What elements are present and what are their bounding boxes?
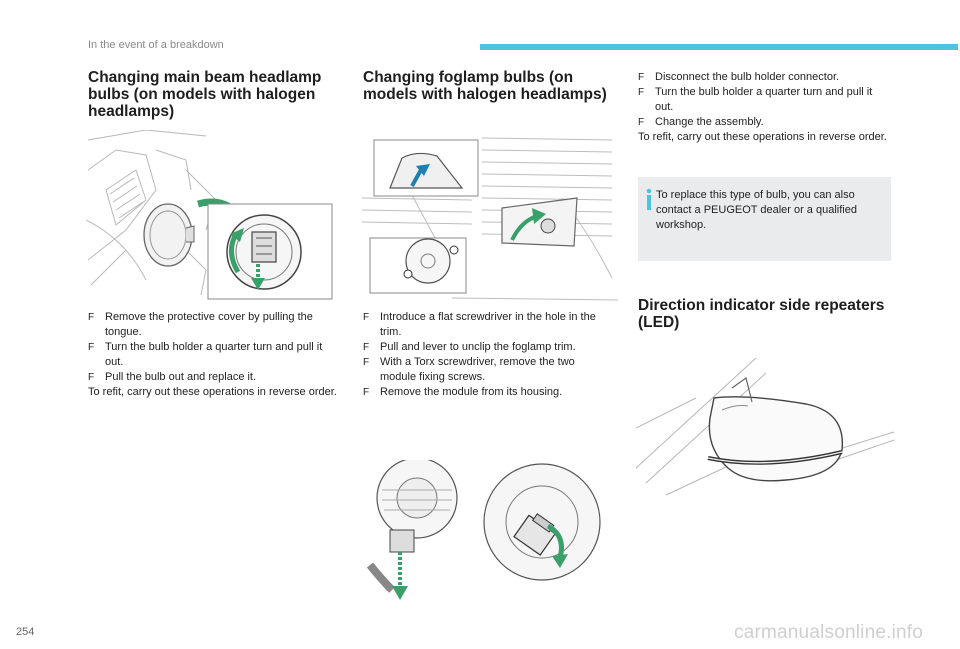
- section-title: In the event of a breakdown: [88, 39, 224, 51]
- foglamp-trim-illustration: [362, 137, 618, 301]
- foglamp-title: Changing foglamp bulbs (on models with h…: [363, 69, 607, 103]
- column-foglamp: Changing foglamp bulbs (on models with h…: [363, 69, 621, 103]
- foglamp-module-illustration: [366, 460, 601, 600]
- info-text: To replace this type of bulb, you can al…: [656, 189, 857, 231]
- info-icon: [646, 188, 652, 210]
- column-headlamp: Changing main beam headlamp bulbs (on mo…: [88, 69, 343, 120]
- headlamp-refit-note: To refit, carry out these operations in …: [88, 386, 337, 398]
- watermark: carmanualsonline.info: [734, 622, 924, 643]
- foglamp-refit-note: To refit, carry out these operations in …: [638, 131, 887, 143]
- side-repeater-title: Direction indicator side repeaters (LED): [638, 297, 885, 331]
- side-repeater-illustration: [636, 358, 895, 496]
- section-accent-bar: [480, 44, 958, 50]
- side-repeater-section: Direction indicator side repeaters (LED): [638, 297, 898, 331]
- headlamp-title: Changing main beam headlamp bulbs (on mo…: [88, 69, 322, 120]
- headlamp-illustration: [86, 130, 333, 300]
- page-number: 254: [16, 626, 35, 638]
- info-box: To replace this type of bulb, you can al…: [638, 177, 891, 261]
